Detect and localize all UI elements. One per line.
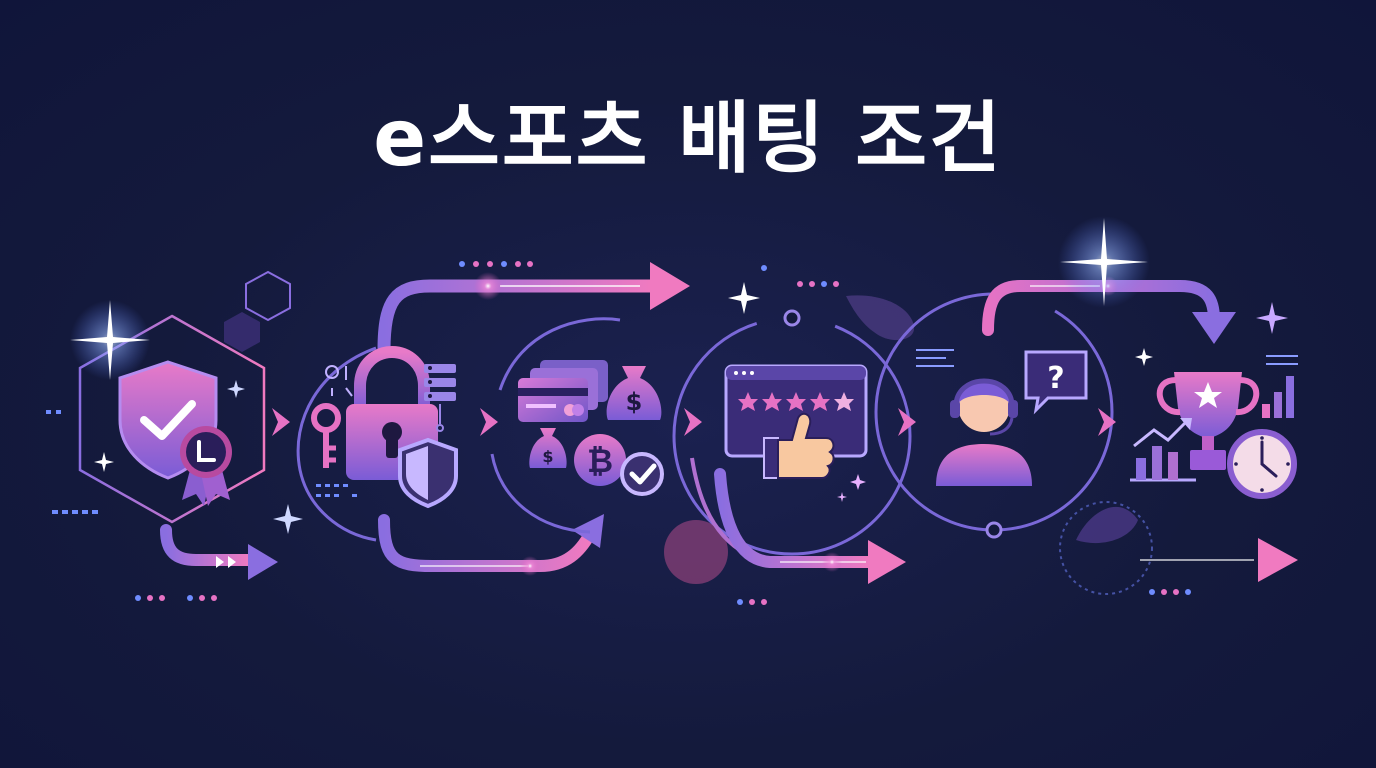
thumbs-up-icon: [763, 412, 835, 479]
flow-arrow: [160, 524, 256, 566]
sparkle-icon: [273, 504, 303, 534]
shield-half-icon: [398, 437, 458, 509]
decorative-circle: [664, 520, 728, 584]
chevron-right-icon: [272, 408, 290, 436]
flow-arrow: [982, 280, 1220, 336]
chevron-right-icon: [480, 408, 498, 436]
binary-code-icon: [325, 365, 353, 397]
circle-frame: [672, 316, 912, 556]
sparkle-icon: [94, 452, 114, 472]
dot-decoration: [737, 599, 767, 605]
svg-text:$: $: [626, 388, 643, 416]
arrowhead: [1258, 538, 1298, 582]
key-icon: [311, 403, 341, 468]
small-hexagon: [245, 270, 291, 322]
chevron-right-icon: [898, 408, 916, 436]
dot-decoration: [459, 261, 533, 267]
decorative-leaf: [846, 295, 915, 341]
sparkle-icon: [850, 474, 866, 490]
svg-text:$: $: [542, 447, 553, 466]
sparkle-icon: [1256, 302, 1288, 334]
credit-card-icon: [518, 360, 608, 422]
dash-decoration: [316, 484, 357, 497]
dot-decoration: [761, 265, 839, 287]
step-rewards: [1130, 302, 1298, 499]
bitcoin-icon: ₿: [574, 434, 626, 486]
flow-arrow: [714, 468, 876, 568]
dial-decoration: [1059, 501, 1153, 595]
dash-decoration: [46, 410, 98, 514]
svg-text:₿: ₿: [587, 442, 613, 480]
chevron-right-icon: [684, 408, 702, 436]
sparkle-icon: [1060, 218, 1148, 306]
dot-decoration: [135, 595, 217, 601]
sparkle-icon: [227, 380, 245, 398]
step-reviews: [664, 295, 916, 605]
clock-icon: [1227, 429, 1297, 499]
page-title: e스포츠 배팅 조건: [373, 94, 1003, 184]
lines-decoration: [1266, 355, 1298, 365]
step-security: [296, 261, 690, 576]
step-license: [46, 270, 303, 601]
sparkle-icon: [1135, 348, 1153, 366]
sparkle-icon: [70, 300, 150, 380]
arrowhead: [650, 262, 690, 310]
question-bubble-icon: ?: [1024, 350, 1088, 415]
bar-chart-icon: [1262, 376, 1294, 418]
check-circle-icon: [620, 452, 664, 496]
growth-chart-icon: [1130, 418, 1196, 482]
small-hexagon-filled: [224, 312, 260, 352]
circuit-arc: [296, 346, 377, 542]
step-support: ?: [874, 216, 1298, 595]
arrowhead: [868, 540, 906, 584]
arrowhead: [248, 544, 278, 580]
support-agent-icon: [936, 378, 1032, 486]
badge-ribbon-icon: [180, 426, 232, 506]
step-payment: $ $ ₿: [490, 265, 839, 534]
lines-decoration: [916, 349, 954, 367]
review-window-icon: [724, 364, 868, 458]
flow-arrow: [377, 279, 659, 357]
server-icon: [424, 364, 456, 432]
svg-text:?: ?: [1047, 361, 1064, 396]
money-bag-small-icon: $: [529, 428, 567, 468]
hexagon-frame: [78, 314, 266, 524]
arrowhead: [1192, 312, 1236, 344]
money-bag-icon: $: [606, 366, 662, 420]
sparkle-icon: [728, 282, 760, 314]
chevron-right-icon: [1098, 408, 1116, 436]
star-rating-icon: [738, 392, 854, 411]
dot-decoration: [1149, 589, 1191, 595]
